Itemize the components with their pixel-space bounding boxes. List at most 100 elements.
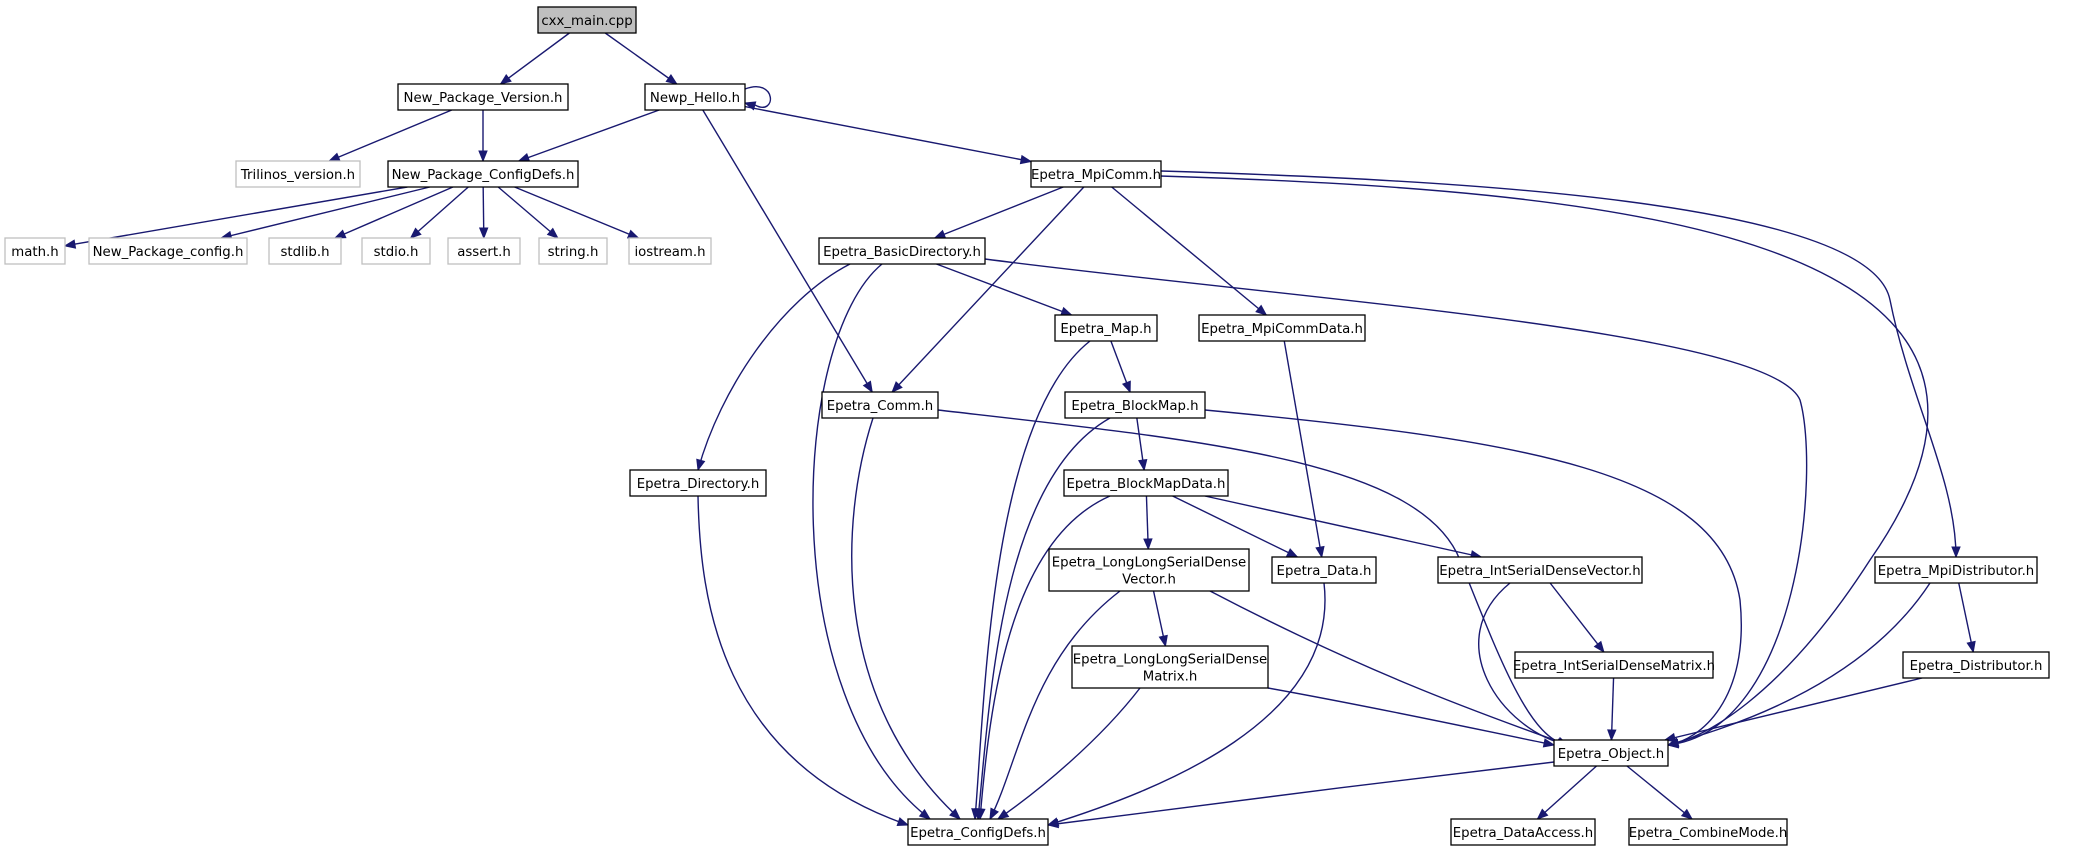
node-stdlib_h[interactable]: stdlib.h — [268, 237, 342, 265]
node-epetra_basicdirectory-label: Epetra_BasicDirectory.h — [823, 245, 981, 260]
node-epetra_object-label: Epetra_Object.h — [1558, 747, 1664, 762]
edge-epetra_blockmapdata-to-epetra_configdefs — [976, 495, 1111, 821]
node-cxx_main[interactable]: cxx_main.cpp — [537, 6, 637, 34]
node-iostream_h[interactable]: iostream.h — [628, 237, 712, 265]
node-epetra_mpicommdata-label: Epetra_MpiCommData.h — [1201, 322, 1363, 337]
node-math_h-box — [4, 237, 66, 265]
node-newp_hello-label: Newp_Hello.h — [650, 91, 740, 106]
node-epetra_basicdirectory[interactable]: Epetra_BasicDirectory.h — [818, 237, 986, 265]
node-stdio_h[interactable]: stdio.h — [361, 237, 431, 265]
node-epetra_mpicomm-label: Epetra_MpiComm.h — [1031, 168, 1161, 183]
node-new_pkg_version-label: New_Package_Version.h — [404, 91, 563, 106]
node-epetra_combinemode[interactable]: Epetra_CombineMode.h — [1628, 818, 1788, 846]
edge-new_pkg_configdefs-to-stdio_h — [409, 186, 469, 239]
edge-epetra_basicdirectory-to-epetra_map — [936, 263, 1073, 316]
edge-epetra_llsdv-to-epetra_configdefs — [989, 590, 1121, 821]
edge-epetra_blockmap-to-epetra_blockmapdata — [1136, 417, 1148, 472]
node-epetra_mpicommdata-box — [1198, 314, 1366, 342]
edge-newp_hello-to-epetra_mpicomm — [744, 105, 1033, 165]
node-cxx_main-label: cxx_main.cpp — [541, 14, 632, 29]
node-string_h-label: string.h — [548, 245, 599, 260]
edge-epetra_llsdm-to-epetra_configdefs — [996, 687, 1141, 820]
node-epetra_comm[interactable]: Epetra_Comm.h — [821, 391, 939, 419]
edge-epetra_directory-to-epetra_configdefs — [697, 495, 910, 827]
edge-epetra_object-to-epetra_configdefs — [1046, 761, 1555, 829]
edge-epetra_basicdirectory-to-epetra_configdefs — [812, 263, 932, 820]
edge-epetra_blockmapdata-to-epetra_data — [1172, 495, 1299, 558]
edge-new_pkg_version-to-new_pkg_configdefs — [478, 110, 488, 163]
node-trilinos_version-box — [235, 160, 361, 188]
node-epetra_mpicommdata[interactable]: Epetra_MpiCommData.h — [1198, 314, 1366, 342]
node-epetra_blockmap[interactable]: Epetra_BlockMap.h — [1064, 391, 1206, 419]
node-cxx_main-box — [537, 6, 637, 34]
node-trilinos_version[interactable]: Trilinos_version.h — [235, 160, 361, 188]
edge-cxx_main-to-new_pkg_version — [499, 32, 570, 85]
node-epetra_configdefs-label: Epetra_ConfigDefs.h — [910, 826, 1046, 841]
node-epetra_distributor-label: Epetra_Distributor.h — [1910, 659, 2043, 674]
node-epetra_blockmap-label: Epetra_BlockMap.h — [1071, 399, 1198, 414]
node-epetra_data[interactable]: Epetra_Data.h — [1271, 556, 1377, 584]
edge-newp_hello-to-epetra_comm — [702, 109, 873, 394]
node-epetra_mpidistributor[interactable]: Epetra_MpiDistributor.h — [1874, 556, 2038, 584]
node-new_pkg_configdefs[interactable]: New_Package_ConfigDefs.h — [387, 160, 579, 188]
edge-epetra_map-to-epetra_blockmap — [1110, 340, 1131, 394]
node-math_h[interactable]: math.h — [4, 237, 66, 265]
node-epetra_isdm-label: Epetra_IntSerialDenseMatrix.h — [1513, 659, 1715, 674]
node-new_pkg_version[interactable]: New_Package_Version.h — [397, 83, 569, 111]
node-epetra_data-label: Epetra_Data.h — [1277, 564, 1372, 579]
edge-new_pkg_configdefs-to-string_h — [497, 186, 559, 239]
edge-new_pkg_configdefs-to-iostream_h — [514, 186, 640, 239]
node-iostream_h-box — [628, 237, 712, 265]
edge-epetra_mpidistributor-to-epetra_object — [1666, 582, 1931, 747]
node-epetra_dataaccess-label: Epetra_DataAccess.h — [1453, 826, 1593, 841]
node-epetra_isdv-label: Epetra_IntSerialDenseVector.h — [1439, 564, 1640, 579]
node-string_h-box — [538, 237, 608, 265]
node-epetra_configdefs[interactable]: Epetra_ConfigDefs.h — [907, 818, 1049, 846]
node-epetra_llsdv-label: Epetra_LongLongSerialDense — [1052, 556, 1246, 571]
node-epetra_distributor-box — [1902, 651, 2050, 679]
edge-new_pkg_version-to-trilinos_version — [327, 109, 453, 162]
node-epetra_blockmapdata[interactable]: Epetra_BlockMapData.h — [1063, 469, 1229, 497]
edge-epetra_mpicomm-to-epetra_mpidistributor — [1160, 170, 1961, 559]
node-epetra_mpidistributor-label: Epetra_MpiDistributor.h — [1878, 564, 2034, 579]
node-epetra_object[interactable]: Epetra_Object.h — [1553, 739, 1669, 767]
node-epetra_data-box — [1271, 556, 1377, 584]
node-new_pkg_config-label: New_Package_config.h — [93, 245, 244, 260]
node-epetra_mpicomm-box — [1030, 160, 1162, 188]
node-epetra_isdm-box — [1514, 651, 1714, 679]
node-epetra_configdefs-box — [907, 818, 1049, 846]
node-epetra_llsdm-label: Matrix.h — [1143, 670, 1198, 685]
node-epetra_isdv-box — [1437, 556, 1643, 584]
node-epetra_blockmapdata-label: Epetra_BlockMapData.h — [1067, 477, 1226, 492]
node-epetra_directory[interactable]: Epetra_Directory.h — [629, 469, 767, 497]
node-epetra_object-box — [1553, 739, 1669, 767]
edge-epetra_mpicomm-to-epetra_mpicommdata — [1111, 186, 1268, 316]
node-new_pkg_config[interactable]: New_Package_config.h — [88, 237, 248, 265]
node-epetra_blockmapdata-box — [1063, 469, 1229, 497]
edges-layer — [63, 32, 1976, 829]
node-iostream_h-label: iostream.h — [634, 245, 705, 260]
node-epetra_combinemode-box — [1628, 818, 1788, 846]
edge-epetra_isdm-to-epetra_object — [1607, 677, 1617, 742]
node-newp_hello[interactable]: Newp_Hello.h — [644, 83, 746, 111]
node-epetra_isdm[interactable]: Epetra_IntSerialDenseMatrix.h — [1513, 651, 1715, 679]
node-epetra_llsdv-box — [1048, 548, 1250, 592]
node-string_h[interactable]: string.h — [538, 237, 608, 265]
node-stdlib_h-box — [268, 237, 342, 265]
node-epetra_distributor[interactable]: Epetra_Distributor.h — [1902, 651, 2050, 679]
node-epetra_mpicomm[interactable]: Epetra_MpiComm.h — [1030, 160, 1162, 188]
edge-new_pkg_configdefs-to-math_h — [63, 186, 408, 249]
node-epetra_isdv[interactable]: Epetra_IntSerialDenseVector.h — [1437, 556, 1643, 584]
node-assert_h-label: assert.h — [457, 245, 511, 260]
edge-epetra_object-to-epetra_dataaccess — [1536, 765, 1597, 820]
node-assert_h[interactable]: assert.h — [447, 237, 521, 265]
node-epetra_dataaccess[interactable]: Epetra_DataAccess.h — [1450, 818, 1596, 846]
node-math_h-label: math.h — [11, 245, 58, 260]
edge-epetra_mpicomm-to-epetra_comm — [891, 186, 1085, 393]
node-epetra_comm-label: Epetra_Comm.h — [827, 399, 933, 414]
node-epetra_map[interactable]: Epetra_Map.h — [1054, 314, 1158, 342]
